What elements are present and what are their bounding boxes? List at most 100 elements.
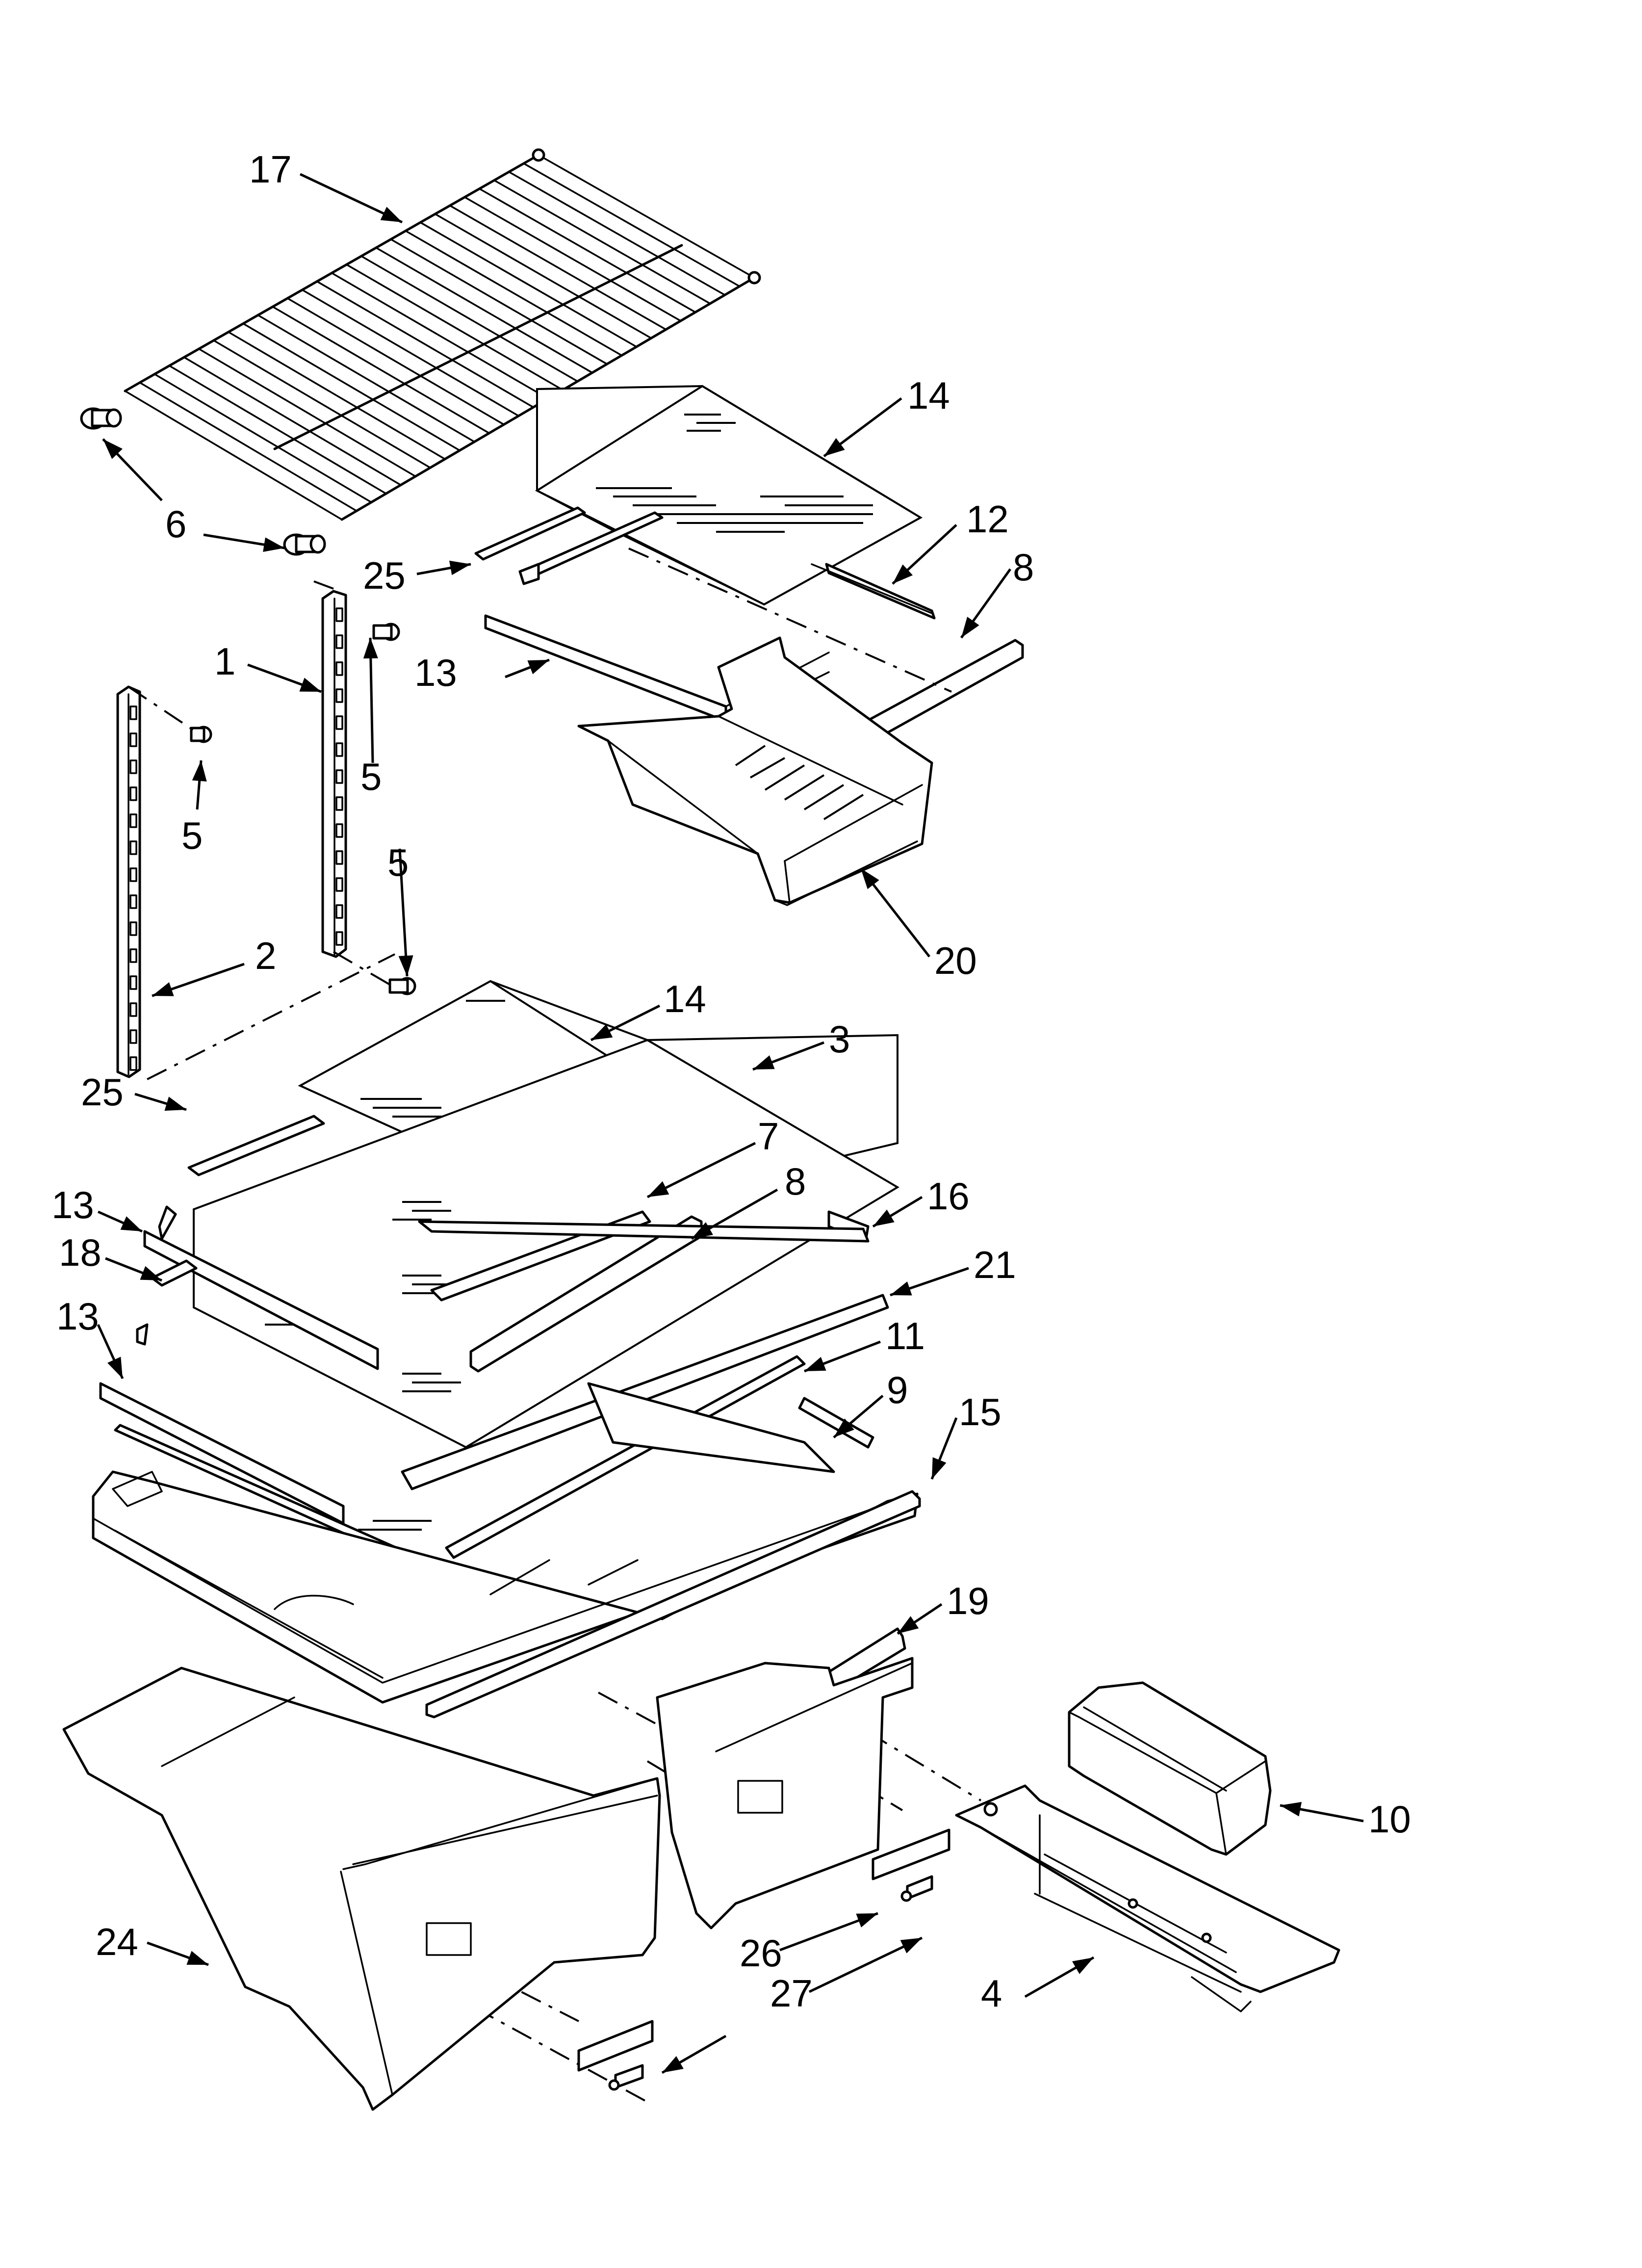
- shelf-wire: [183, 356, 402, 486]
- rail-slot: [129, 975, 137, 990]
- leader-arrows: [97, 173, 1364, 2074]
- callout-10: 10: [1368, 1798, 1411, 1841]
- leader-arrowhead: [753, 1055, 775, 1069]
- shelf-wire: [331, 272, 549, 400]
- callout-25-lower: 25: [81, 1070, 124, 1114]
- rail-slot: [129, 786, 137, 801]
- callout-27: 27: [770, 1972, 813, 2015]
- wire-shelf: [124, 148, 761, 521]
- shelf-wire: [124, 390, 343, 521]
- shelf-wire: [198, 348, 416, 477]
- rail-slot: [335, 634, 343, 649]
- leader-arrowhead: [164, 1096, 186, 1111]
- shelf-wire: [139, 382, 358, 512]
- bin-tray: [955, 1784, 1340, 2012]
- callout-13-mid: 13: [51, 1183, 94, 1226]
- shelf-wire: [434, 213, 652, 339]
- leader-arrowhead: [890, 1281, 912, 1296]
- callout-14-upper: 14: [907, 374, 950, 417]
- leader-arrowhead: [363, 638, 378, 659]
- shelf-wire: [405, 230, 623, 357]
- shelf-wire: [508, 171, 726, 296]
- shelf-stud-top: [80, 407, 122, 430]
- leader-arrowhead: [591, 1024, 613, 1040]
- callout-8-lower: 8: [785, 1160, 806, 1203]
- callout-25-upper: 25: [363, 554, 406, 597]
- callout-21: 21: [974, 1243, 1016, 1286]
- shelf-wire: [493, 179, 711, 305]
- leader-arrowhead: [692, 1222, 713, 1239]
- rail-slot: [335, 715, 343, 730]
- shelf-wire: [154, 373, 372, 503]
- leader-arrowhead: [893, 564, 913, 584]
- screw-a: [190, 726, 212, 743]
- shelf-wire: [360, 255, 579, 383]
- rail-slot: [129, 705, 137, 720]
- callout-19: 19: [947, 1579, 989, 1622]
- rail-slot: [129, 813, 137, 828]
- shelf-wire: [272, 306, 490, 434]
- shelf-wire: [212, 339, 431, 469]
- upper-crisper-drawer: [577, 636, 933, 906]
- leader-arrowhead: [873, 1209, 895, 1226]
- rail-slot: [335, 850, 343, 865]
- leader-arrowhead: [299, 678, 321, 692]
- leader-arrowhead: [103, 439, 123, 459]
- rail-slot: [129, 1002, 137, 1017]
- leader-arrowhead: [120, 1216, 142, 1231]
- rail-slot: [335, 796, 343, 811]
- rail-slot: [129, 921, 137, 936]
- leader-arrowhead: [834, 1418, 854, 1437]
- shelf-wire: [301, 289, 520, 417]
- callout-6: 6: [165, 502, 186, 546]
- callout-13-lower: 13: [56, 1295, 99, 1338]
- leader-arrowhead: [856, 1913, 878, 1928]
- bin: [1068, 1681, 1272, 1856]
- leader-arrowhead: [152, 982, 174, 996]
- leader-arrowhead: [380, 207, 402, 222]
- callout-4: 4: [981, 1972, 1002, 2015]
- screw-c: [388, 977, 416, 995]
- rail-slot: [129, 867, 137, 882]
- leader-arrowhead: [824, 438, 845, 456]
- leader-arrowhead: [804, 1356, 826, 1371]
- callout-2: 2: [255, 934, 276, 977]
- rail-slot: [335, 742, 343, 757]
- rail-slot: [129, 948, 137, 963]
- leader-arrowhead: [1280, 1802, 1302, 1817]
- rail-slot: [335, 823, 343, 838]
- callout-12: 12: [966, 497, 1009, 541]
- rail-slot: [335, 904, 343, 919]
- rail-slot: [129, 1056, 137, 1071]
- crisper-tray: [92, 1470, 919, 1704]
- rail-slot: [129, 732, 137, 747]
- callout-5-lower: 5: [387, 841, 409, 884]
- callout-5-mid: 5: [360, 755, 382, 798]
- rail-slot: [129, 759, 137, 774]
- leader-arrowhead: [961, 617, 979, 638]
- leader-line: [398, 848, 409, 977]
- callout-20: 20: [934, 939, 977, 982]
- callout-17: 17: [249, 148, 292, 191]
- callout-24: 24: [96, 1920, 138, 1963]
- rail-slot: [335, 688, 343, 703]
- leader-arrowhead: [932, 1457, 947, 1479]
- shelf-wire: [463, 196, 682, 322]
- shelf-wire: [419, 221, 638, 348]
- leader-arrowhead: [647, 1181, 669, 1197]
- leader-arrowhead: [398, 955, 413, 976]
- callout-7: 7: [758, 1115, 779, 1158]
- leader-arrowhead: [449, 560, 471, 575]
- rail-slot: [129, 840, 137, 855]
- rail-slot: [129, 894, 137, 909]
- callout-18: 18: [59, 1231, 102, 1274]
- shelf-wire: [523, 162, 741, 287]
- shelf-wire: [375, 247, 593, 374]
- shelf-stud-bottom: [283, 533, 326, 556]
- shelf-wire: [478, 187, 696, 313]
- leader-arrowhead: [662, 2056, 684, 2073]
- leader-arrowhead: [186, 1951, 208, 1965]
- shelf-wire: [449, 205, 667, 331]
- shelf-wire: [228, 331, 446, 460]
